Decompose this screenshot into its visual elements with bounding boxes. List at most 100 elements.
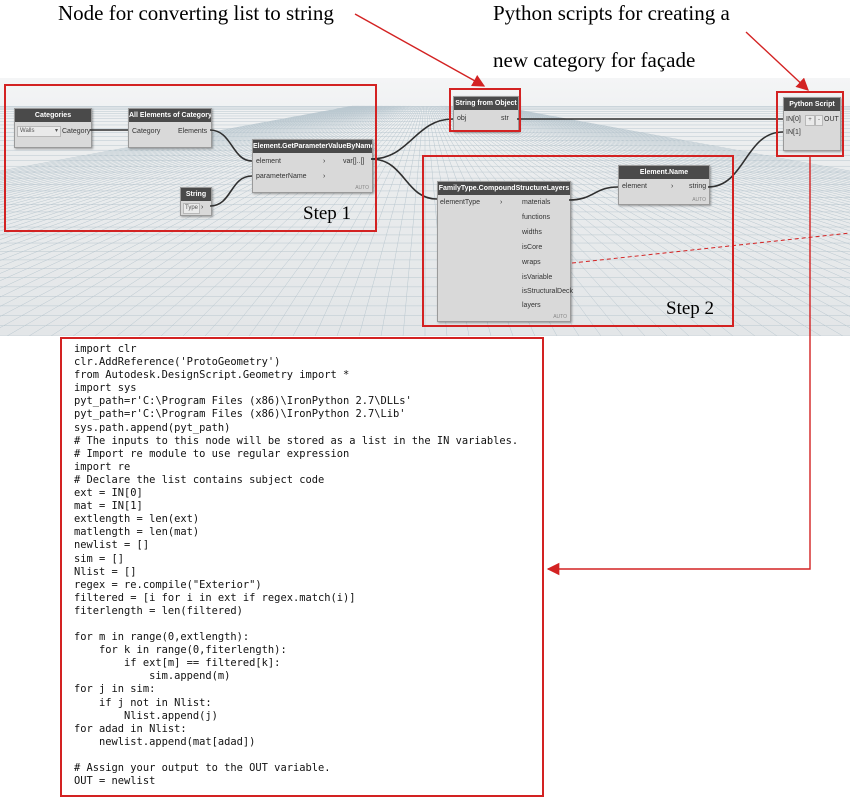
output-port-string[interactable]: string (689, 183, 707, 190)
code-line: import sys (74, 382, 137, 395)
code-line: mat = IN[1] (74, 500, 143, 513)
step2-label: Step 2 (666, 298, 715, 319)
output-port-isstructuraldeck[interactable]: isStructuralDeck (522, 288, 573, 295)
code-line: # Import re module to use regular expres… (74, 447, 350, 460)
code-line: if j not in Nlist: (99, 696, 212, 709)
string-from-object-node[interactable]: String from Object obj str (453, 96, 519, 132)
input-port-in0[interactable]: IN[0] (786, 116, 801, 123)
node-title: All Elements of Category (129, 109, 211, 122)
chevron-right-icon: › (323, 173, 326, 180)
code-line: for adad in Nlist: (74, 722, 187, 735)
get-parameter-node[interactable]: Element.GetParameterValueByName element … (252, 139, 373, 193)
converter-annotation: Node for converting list to string (58, 1, 334, 25)
python-code-text: import clr clr.AddReference('ProtoGeomet… (74, 343, 542, 788)
code-line: sim.append(m) (149, 670, 231, 683)
python-script-highlight (776, 91, 844, 157)
code-line: from Autodesk.DesignScript.Geometry impo… (74, 369, 350, 382)
wire-string-to-getparam (209, 175, 253, 207)
wire-getparam-to-compoundlayers (370, 158, 438, 200)
string-value-field[interactable]: Type (183, 203, 200, 214)
code-line: newlist = [] (74, 539, 150, 552)
lacing-label: AUTO (553, 314, 567, 320)
output-port-layers[interactable]: layers (522, 302, 541, 309)
node-title: String from Object (454, 97, 518, 110)
arrow-python-to-code (546, 157, 811, 576)
code-line: regex = re.compile("Exterior") (74, 578, 262, 591)
remove-input-button[interactable]: - (815, 115, 823, 126)
node-title: Python Script (784, 98, 840, 111)
code-line: pyt_path=r'C:\Program Files (x86)\IronPy… (74, 395, 412, 408)
lacing-label: AUTO (355, 185, 369, 191)
python-annotation-line1: Python scripts for creating a (493, 1, 730, 25)
chevron-right-icon: › (500, 199, 503, 206)
step1-highlight (4, 84, 377, 232)
code-line: if ext[m] == filtered[k]: (124, 657, 281, 670)
step2-highlight (422, 155, 734, 327)
python-annotation-line2: new category for façade (493, 48, 696, 72)
input-port-parametername[interactable]: parameterName (256, 173, 307, 180)
code-line: OUT = newlist (74, 775, 156, 788)
code-line: for j in sim: (74, 683, 156, 696)
input-port-element[interactable]: element (256, 158, 281, 165)
code-line: ext = IN[0] (74, 487, 143, 500)
input-port-category[interactable]: Category (132, 128, 161, 135)
wires-layer (89, 118, 850, 264)
output-port-elements[interactable]: Elements (178, 128, 208, 135)
node-title: FamilyType.CompoundStructureLayers (438, 182, 570, 195)
output-port-iscore[interactable]: isCore (522, 244, 543, 251)
output-port-widths[interactable]: widths (522, 229, 542, 236)
step1-label: Step 1 (303, 203, 352, 224)
string-node[interactable]: String Type › (180, 187, 212, 216)
code-line: for m in range(0,extlength): (74, 631, 250, 644)
input-port-obj[interactable]: obj (457, 115, 467, 122)
code-line: import re (74, 460, 131, 473)
code-line: import clr (74, 343, 137, 355)
code-line: for k in range(0,fiterlength): (99, 644, 287, 657)
output-port-wraps[interactable]: wraps (522, 259, 541, 266)
arrow-to-string-from-object (354, 13, 486, 87)
chevron-right-icon: › (323, 158, 326, 165)
code-line: # The inputs to this node will be stored… (74, 434, 519, 447)
wire-elements-to-getparam (209, 129, 253, 162)
categories-node[interactable]: Categories Walls▾ Category (14, 108, 92, 148)
lacing-label: AUTO (692, 197, 706, 203)
code-line: extlength = len(ext) (74, 513, 200, 526)
output-port-isvariable[interactable]: isVariable (522, 274, 553, 281)
code-line: filtered = [i for i in ext if regex.matc… (74, 591, 356, 604)
element-name-node[interactable]: Element.Name element › string AUTO (618, 165, 710, 205)
compound-structure-layers-node[interactable]: FamilyType.CompoundStructureLayers eleme… (437, 181, 573, 322)
code-line: newlist.append(mat[adad]) (99, 735, 256, 748)
output-label: Type (185, 205, 199, 211)
string-from-object-highlight (449, 88, 521, 132)
all-elements-node[interactable]: All Elements of Category Category Elemen… (128, 108, 212, 148)
python-script-node[interactable]: Python Script IN[0] IN[1] + - OUT (783, 97, 841, 151)
node-title: Categories (15, 109, 91, 122)
python-code-panel: import clr clr.AddReference('ProtoGeomet… (60, 337, 544, 797)
wire-materials-to-elementname (568, 186, 619, 201)
chevron-down-icon: ▾ (54, 128, 58, 134)
input-port-element[interactable]: element (622, 183, 647, 190)
output-port-str[interactable]: str (501, 115, 509, 122)
input-port-elementtype[interactable]: elementType (440, 199, 481, 206)
output-port-out[interactable]: OUT (824, 116, 839, 123)
chevron-right-icon: › (671, 183, 674, 190)
code-line: clr.AddReference('ProtoGeometry') (74, 356, 281, 369)
node-title: Element.GetParameterValueByName (253, 140, 372, 153)
category-dropdown[interactable]: Walls▾ (17, 126, 61, 137)
chevron-right-icon: › (201, 204, 204, 211)
output-port-var[interactable]: var[]..[] (343, 158, 365, 165)
code-line: # Assign your output to the OUT variable… (74, 762, 331, 774)
code-line: # Declare the list contains subject code (74, 473, 325, 486)
output-port-functions[interactable]: functions (522, 214, 551, 221)
code-line: Nlist.append(j) (124, 709, 218, 722)
code-line: matlength = len(mat) (74, 526, 200, 539)
input-port-in1[interactable]: IN[1] (786, 129, 801, 136)
code-line: sim = [] (74, 552, 125, 565)
dynamo-canvas[interactable]: Categories Walls▾ Category All Elements … (0, 78, 850, 336)
output-port-category[interactable]: Category (62, 128, 91, 135)
node-title: Element.Name (619, 166, 709, 179)
code-line: pyt_path=r'C:\Program Files (x86)\IronPy… (74, 408, 406, 421)
add-input-button[interactable]: + (805, 115, 815, 126)
output-port-materials[interactable]: materials (522, 199, 551, 206)
